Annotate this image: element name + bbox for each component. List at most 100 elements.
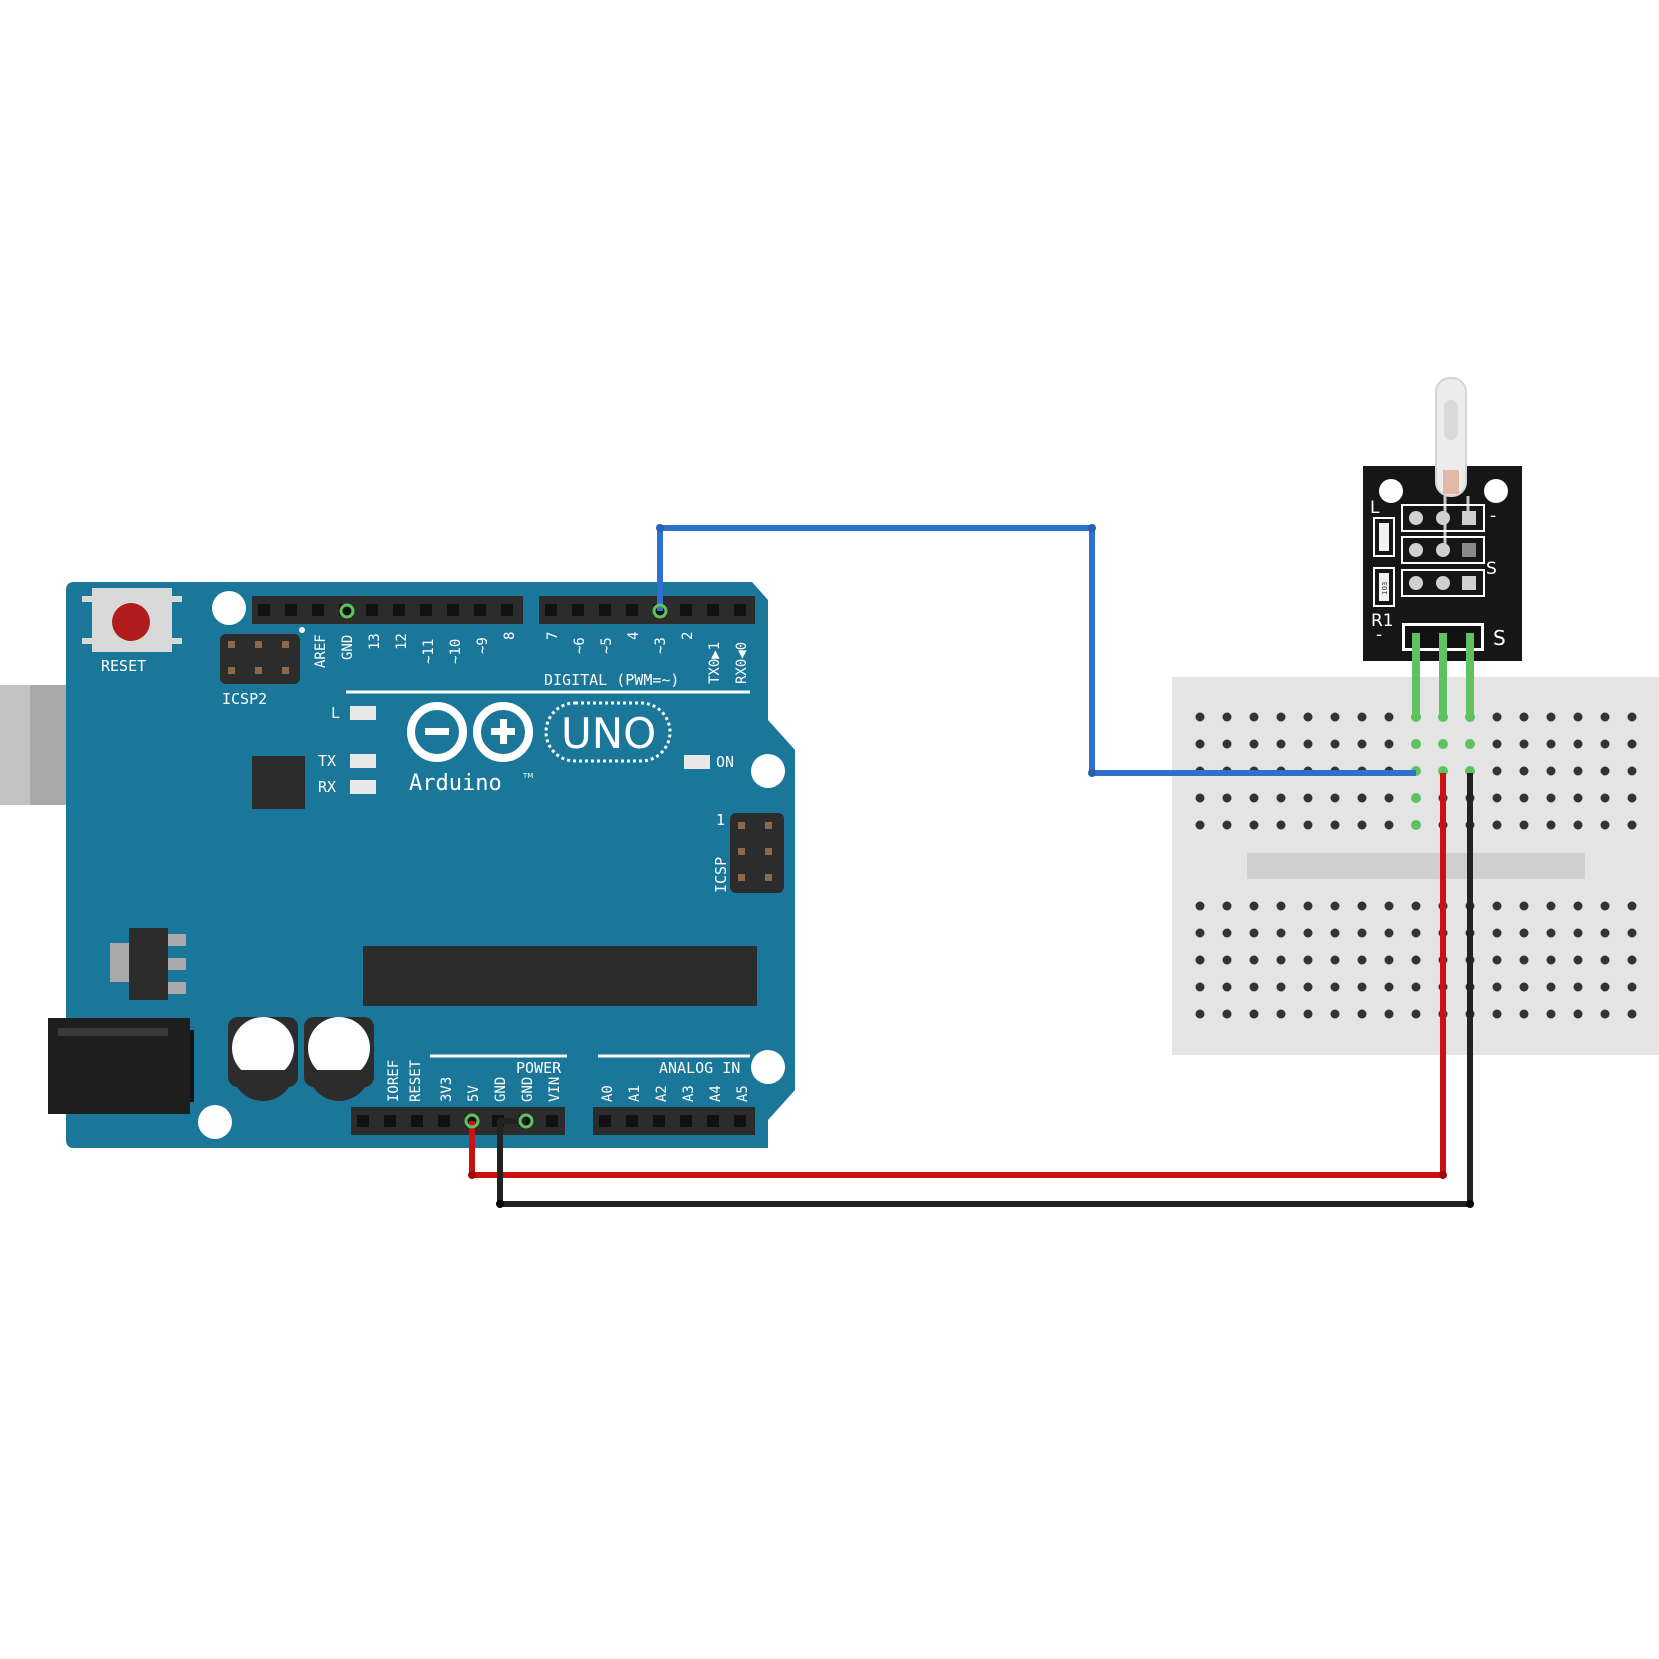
header-pin [393, 604, 405, 616]
breadboard-hole [1384, 928, 1394, 938]
breadboard-hole [1519, 982, 1529, 992]
breadboard-hole [1195, 739, 1205, 749]
breadboard-hole [1357, 793, 1367, 803]
pin-label: GND [340, 635, 356, 660]
breadboard-hole [1546, 739, 1556, 749]
led-l [350, 706, 376, 720]
header-pin [258, 604, 270, 616]
breadboard-hole [1303, 982, 1313, 992]
breadboard-hole [1357, 820, 1367, 830]
reed-switch-module: 103 L R1 S - - S [1363, 377, 1522, 718]
mounting-hole [751, 754, 785, 788]
breadboard-hole [1492, 955, 1502, 965]
breadboard-holes [1195, 712, 1637, 1019]
pin-highlight-gnd-top [339, 603, 355, 619]
pin-label: GND [520, 1077, 536, 1102]
pin-highlight-gnd [518, 1113, 534, 1129]
breadboard-hole [1627, 739, 1637, 749]
board-pcb [66, 582, 795, 1148]
breadboard-hole-connected [1465, 739, 1475, 749]
breadboard-hole-connected [1411, 739, 1421, 749]
breadboard-hole [1600, 901, 1610, 911]
pin-label: ~10 [448, 639, 464, 664]
capacitor [228, 1017, 298, 1101]
reset-button[interactable] [82, 588, 182, 652]
uno-badge [544, 701, 672, 763]
digital-header-low [539, 596, 755, 624]
breadboard-hole [1519, 793, 1529, 803]
resistor-code: 103 [1381, 582, 1389, 595]
breadboard-hole [1546, 1009, 1556, 1019]
breadboard-hole [1573, 982, 1583, 992]
breadboard-hole [1519, 1009, 1529, 1019]
pin-label: 7 [545, 632, 561, 640]
breadboard-hole [1546, 901, 1556, 911]
breadboard-hole [1573, 793, 1583, 803]
pin-label: 5V [466, 1085, 482, 1102]
breadboard-hole [1357, 901, 1367, 911]
breadboard-hole [1330, 820, 1340, 830]
breadboard-hole [1492, 766, 1502, 776]
module-label-s-small: S [1486, 559, 1497, 579]
breadboard-hole [1519, 928, 1529, 938]
module-label-r1: R1 [1371, 611, 1394, 631]
reset-button-cap [112, 603, 150, 641]
breadboard-hole [1276, 982, 1286, 992]
pin-label: VIN [547, 1077, 563, 1102]
breadboard-hole [1276, 820, 1286, 830]
mounting-hole [751, 1050, 785, 1084]
breadboard-hole [1627, 928, 1637, 938]
mounting-hole [212, 591, 246, 625]
led-on-label: ON [716, 753, 734, 771]
breadboard-hole [1195, 820, 1205, 830]
icsp-header [730, 813, 784, 893]
breadboard-hole [1222, 793, 1232, 803]
mounting-hole [198, 1105, 232, 1139]
breadboard-hole [1330, 982, 1340, 992]
pin-label: AREF [313, 634, 329, 668]
breadboard-hole [1600, 766, 1610, 776]
reed-switch-glass [1435, 377, 1470, 548]
led-rx-label: RX [318, 778, 336, 796]
module-pin-legs [1412, 633, 1474, 718]
module-pads [1401, 504, 1485, 597]
breadboard-hole [1411, 982, 1421, 992]
header-pin [707, 604, 719, 616]
breadboard-hole [1276, 928, 1286, 938]
breadboard-hole [1303, 712, 1313, 722]
breadboard-hole [1573, 928, 1583, 938]
breadboard-hole [1222, 1009, 1232, 1019]
breadboard-hole [1492, 901, 1502, 911]
pin-label: ~6 [572, 637, 588, 654]
breadboard-hole [1384, 1009, 1394, 1019]
breadboard-hole [1276, 1009, 1286, 1019]
pin-label: 12 [394, 633, 410, 650]
pin-label: 2 [680, 632, 696, 640]
power-wire-red[interactable] [469, 773, 1446, 1178]
header-pin [680, 604, 692, 616]
breadboard-hole [1276, 712, 1286, 722]
led-l-label: L [331, 704, 340, 722]
pin-highlight-d3 [652, 603, 668, 619]
breadboard-hole [1546, 955, 1556, 965]
breadboard-hole [1249, 712, 1259, 722]
icsp2-header [220, 634, 300, 684]
pin-label: A2 [654, 1085, 670, 1102]
icsp-label: ICSP [712, 857, 730, 893]
breadboard-hole [1600, 982, 1610, 992]
header-pin [474, 604, 486, 616]
pin-label: 8 [502, 632, 518, 640]
pin-label: TX0▶1 [707, 642, 723, 684]
breadboard-hole-connected [1438, 739, 1448, 749]
breadboard-hole [1357, 739, 1367, 749]
header-pin [420, 604, 432, 616]
breadboard-hole [1195, 901, 1205, 911]
breadboard-hole [1330, 712, 1340, 722]
header-pin [599, 1115, 611, 1127]
header-pin [438, 1115, 450, 1127]
pin-label: IOREF [386, 1060, 402, 1102]
module-mounting-hole [1379, 479, 1403, 503]
breadboard-hole [1222, 901, 1232, 911]
breadboard-hole [1492, 1009, 1502, 1019]
header-pin [653, 1115, 665, 1127]
